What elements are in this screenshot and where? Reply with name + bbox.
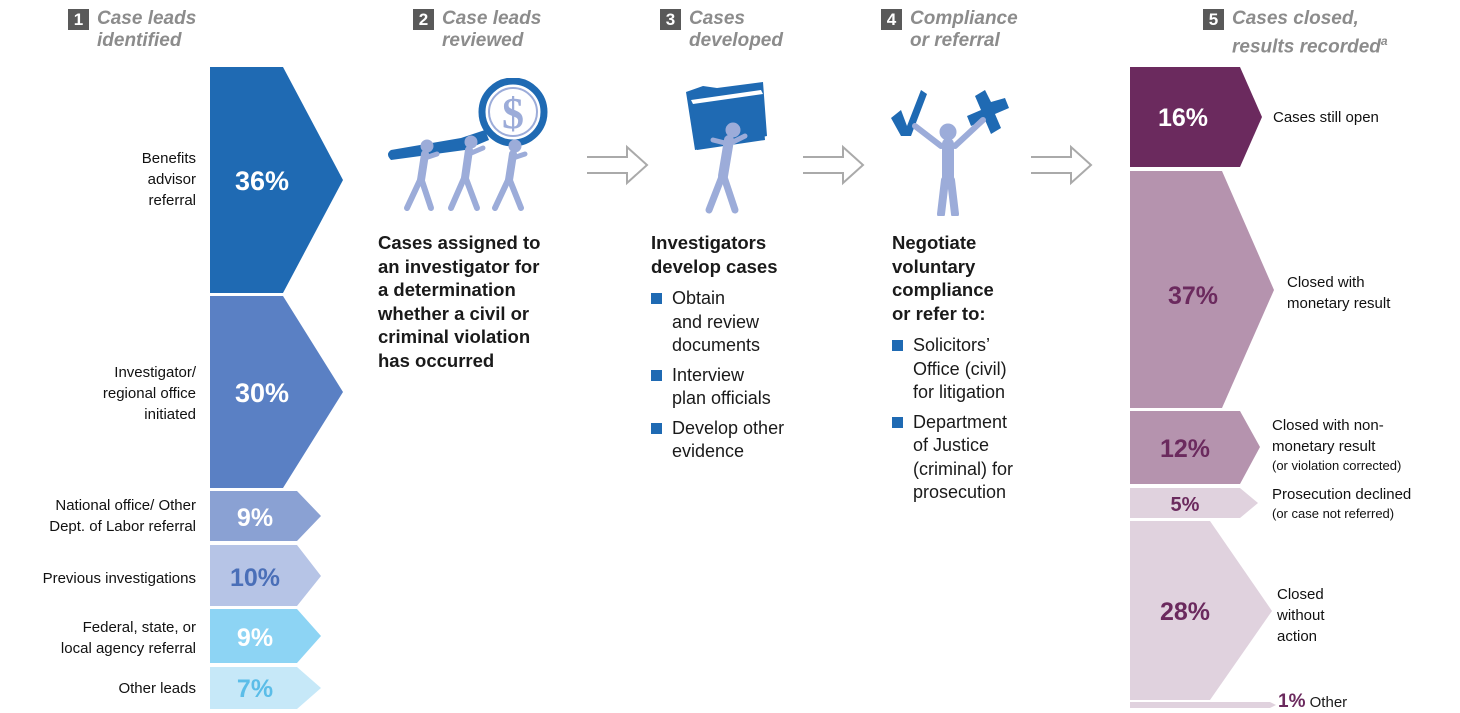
lead-arrow-national xyxy=(210,491,321,541)
footnote-marker: a xyxy=(1380,34,1388,48)
lead-pct: 36% xyxy=(235,166,289,196)
lead-arrow-other xyxy=(210,667,321,709)
check-and-x-icon xyxy=(891,90,1009,216)
step-title: Cases closed,results recordeda xyxy=(1232,8,1388,58)
magnifier-team-icon: $ xyxy=(388,78,548,211)
lead-pct: 10% xyxy=(230,564,280,592)
closed-arrow-nonmonetary xyxy=(1130,411,1260,484)
lead-pct: 9% xyxy=(237,624,273,652)
closed-label-nonmonetary: Closed with non-monetary result(or viola… xyxy=(1272,417,1402,473)
lead-arrow-federal xyxy=(210,609,321,663)
closed-arrow-prosecution xyxy=(1130,488,1258,518)
closed-pct: 16% xyxy=(1158,104,1208,132)
closed-arrow-open xyxy=(1130,67,1262,167)
closed-label-other: 1% Other xyxy=(1278,691,1348,712)
double-arrow-icon xyxy=(587,144,649,186)
step-number: 2 xyxy=(413,9,434,30)
double-arrow-icon xyxy=(803,144,865,186)
closed-arrow-other xyxy=(1130,702,1276,708)
step-number: 4 xyxy=(881,9,902,30)
closed-arrow-monetary xyxy=(1130,171,1274,408)
double-arrow-icon xyxy=(1031,144,1093,186)
lead-pct: 7% xyxy=(237,675,273,703)
step-4-heading: Negotiate voluntary compliance or refer … xyxy=(892,232,994,324)
closed-pct: 28% xyxy=(1160,598,1210,626)
lead-arrow-investigator xyxy=(210,296,343,488)
closed-pct: 1% xyxy=(1278,691,1306,712)
step-number: 5 xyxy=(1203,9,1224,30)
step-3-heading: Investigators develop cases xyxy=(651,232,778,277)
closed-arrow-without-action xyxy=(1130,521,1272,700)
lead-arrow-benefits xyxy=(210,67,343,293)
closed-pct: 37% xyxy=(1168,282,1218,310)
step-2-description: Cases assigned to an investigator for a … xyxy=(378,232,541,371)
closed-label-open: Cases still open xyxy=(1273,109,1379,126)
lead-label-previous: Previous investigations xyxy=(42,570,196,587)
bullet-item: Solicitors’Office (civil)for litigation xyxy=(892,334,1013,405)
step-number: 3 xyxy=(660,9,681,30)
closed-pct: 12% xyxy=(1160,435,1210,463)
svg-text:$: $ xyxy=(502,89,524,138)
lead-pct: 30% xyxy=(235,378,289,408)
closed-label-prosecution: Prosecution declined(or case not referre… xyxy=(1272,486,1412,521)
step-number: 1 xyxy=(68,9,89,30)
lead-label-other: Other leads xyxy=(118,680,196,697)
lead-pct: 9% xyxy=(237,504,273,532)
lead-arrow-previous xyxy=(210,545,321,606)
step-4-bullets: Solicitors’Office (civil)for litigation … xyxy=(892,334,1013,511)
step-5-header: 5 Cases closed,results recordeda xyxy=(1203,8,1388,58)
folder-carrier-icon xyxy=(686,82,767,214)
closed-pct: 5% xyxy=(1171,494,1200,516)
